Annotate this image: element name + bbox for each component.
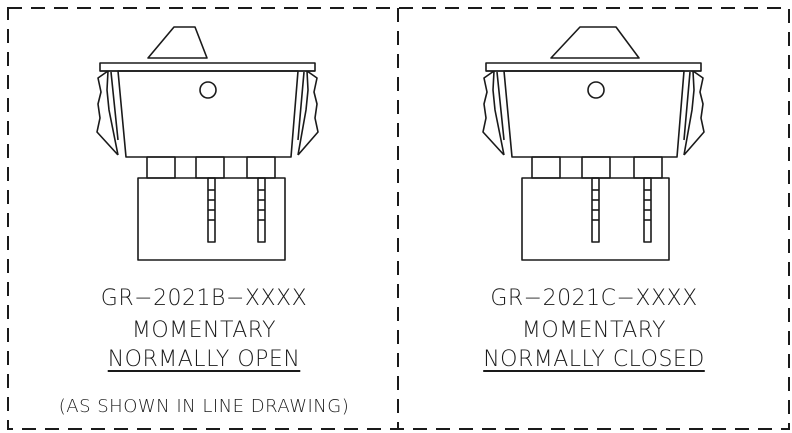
rocker-actuator (550, 26, 640, 59)
left-snap-clip (482, 70, 505, 156)
bezel-flange (99, 62, 316, 72)
switch-panel-normally-closed: GR−2021C−XXXX MOMENTARY NORMALLY CLOSED (398, 0, 790, 433)
model-number: GR−2021B−XXXX (100, 286, 308, 311)
terminal-tab (246, 156, 276, 179)
switch-type: MOMENTARY (521, 318, 667, 343)
terminal-tab (581, 156, 611, 179)
rocker-actuator (147, 26, 208, 59)
switch-panel-normally-open: GR−2021B−XXXX MOMENTARY NORMALLY OPEN (A… (8, 0, 400, 433)
mounting-hole (199, 81, 217, 99)
terminal-tab (146, 156, 176, 179)
switch-type: MOMENTARY (131, 318, 277, 343)
terminal-tab (531, 156, 561, 179)
left-snap-clip (96, 70, 119, 156)
switch-housing (117, 70, 299, 158)
contact-state: NORMALLY OPEN (107, 347, 301, 372)
switch-housing (503, 70, 685, 158)
contact-state: NORMALLY CLOSED (483, 347, 705, 372)
rocker-switch-drawing (482, 26, 705, 261)
rocker-switch-drawing (96, 26, 319, 261)
model-number: GR−2021C−XXXX (490, 286, 698, 311)
right-snap-clip (683, 70, 705, 156)
terminal-tab (195, 156, 225, 179)
right-snap-clip (297, 70, 319, 156)
terminal-tab (633, 156, 663, 179)
drawing-note: (AS SHOWN IN LINE DRAWING) (58, 396, 350, 417)
mounting-hole (587, 81, 605, 99)
bezel-flange (485, 62, 702, 72)
